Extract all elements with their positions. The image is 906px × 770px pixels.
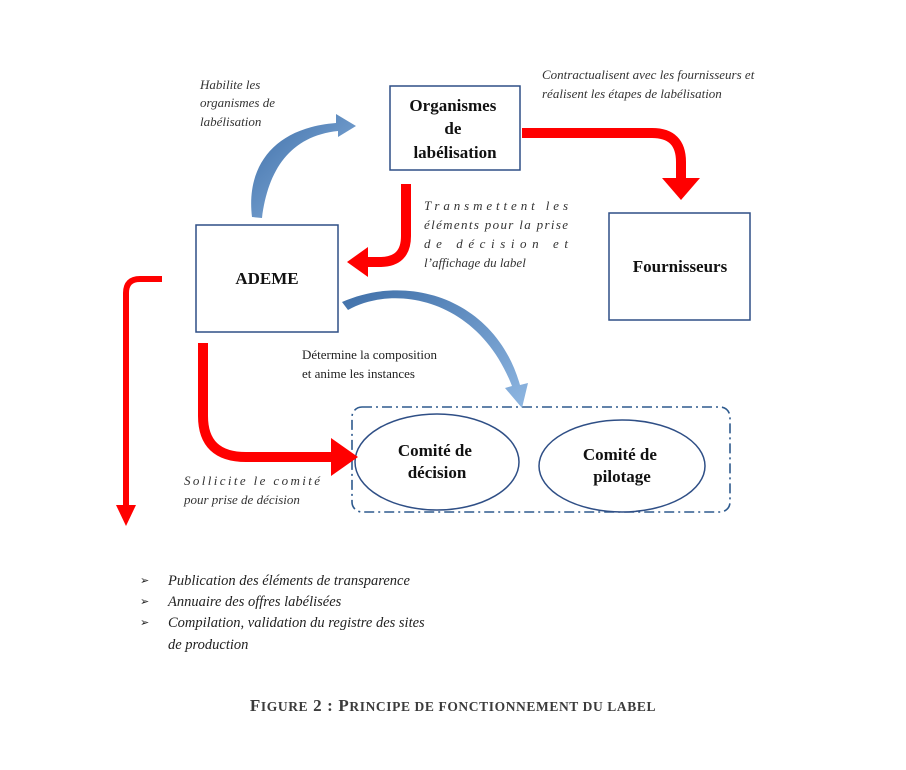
arrow-organismes-to-ademe [366, 184, 411, 267]
organismes-label: Organismes de labélisation [409, 96, 500, 162]
arrow-organismes-to-fournisseurs-head [662, 178, 700, 200]
annotation-transmettent: Transmettent les éléments pour la prise … [424, 198, 577, 270]
bullet-list: ➢ Publication des éléments de transparen… [140, 573, 428, 653]
bullet-item: Annuaire des offres labélisées [167, 594, 342, 610]
arrow-ademe-to-comite [198, 343, 333, 462]
annotation-contractualisent: Contractualisent avec les fournisseurs e… [542, 67, 758, 101]
bullet-marker: ➢ [140, 574, 149, 587]
blue-arrow-ademe-to-organismes [251, 114, 356, 218]
arrow-left-down-head [116, 505, 136, 526]
annotation-determine: Détermine la composition et anime les in… [302, 347, 440, 381]
arrow-ademe-to-comite-head [331, 438, 358, 476]
ademe-label: ADEME [235, 269, 298, 288]
fournisseurs-box [608, 212, 751, 321]
bullet-marker: ➢ [140, 616, 149, 629]
organismes-box [389, 85, 521, 171]
ademe-box [195, 224, 339, 333]
comite-pilotage-label: Comité de pilotage [583, 445, 661, 486]
annotation-sollicite: Sollicite le comité pour prise de décisi… [183, 473, 326, 507]
arrow-organismes-to-ademe-head [347, 247, 368, 277]
bullet-item: Compilation, validation du registre des … [168, 615, 428, 653]
blue-arrow-ademe-to-comite [342, 290, 528, 408]
comite-decision-ellipse [354, 413, 520, 511]
bullet-item: Publication des éléments de transparence [167, 573, 410, 589]
bullet-marker: ➢ [140, 595, 149, 608]
annotation-habilite: Habilite les organismes de labélisation [199, 77, 278, 129]
arrow-organismes-to-fournisseurs [522, 128, 686, 180]
comite-pilotage-ellipse [538, 419, 706, 513]
arrow-left-down [123, 276, 162, 507]
comite-decision-label: Comité de décision [398, 441, 476, 482]
fournisseurs-label: Fournisseurs [633, 257, 728, 276]
